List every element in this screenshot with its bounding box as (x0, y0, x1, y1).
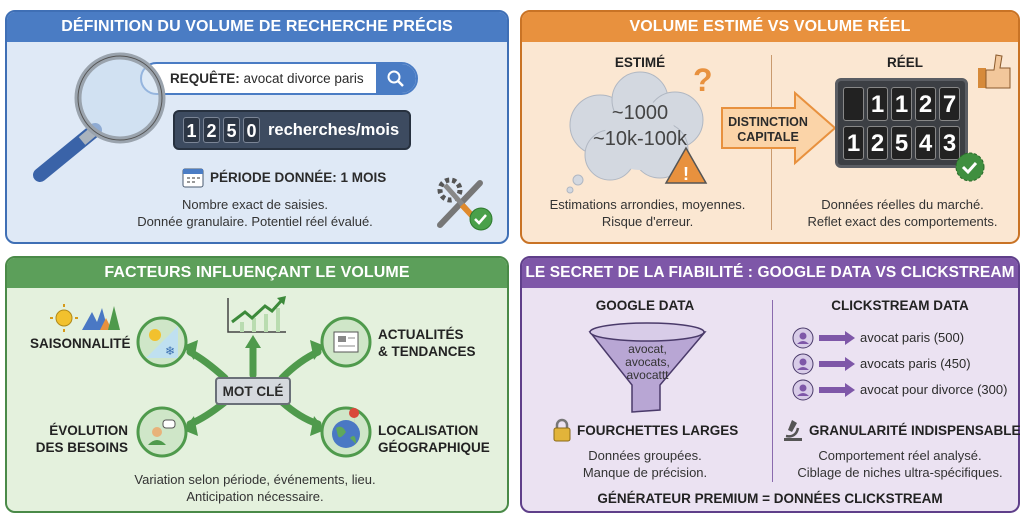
description-line: Manque de précision. (582, 465, 708, 480)
search-icon (387, 70, 404, 87)
factor-geography: LOCALISATION (378, 423, 479, 438)
board-digit (843, 87, 864, 121)
estimate-value: ~1000 (611, 102, 669, 124)
counter-unit: recherches/mois (268, 120, 400, 139)
board-digit: 2 (915, 87, 936, 121)
panel-title: FACTEURS INFLUENÇANT LE VOLUME (7, 258, 507, 288)
description-line: Estimations arrondies, moyennes. (549, 197, 746, 212)
description-line: Comportement réel analysé. (818, 448, 982, 463)
panel-google-vs-clickstream: LE SECRET DE LA FIABILITÉ : GOOGLE DATA … (520, 256, 1020, 513)
panel-title: LE SECRET DE LA FIABILITÉ : GOOGLE DATA … (522, 258, 1018, 288)
description-line: Nombre exact de saisies. (182, 197, 328, 212)
clickstream-row: avocat paris (500) (792, 327, 1007, 348)
description-line: Reflet exact des comportements. (807, 214, 998, 229)
description-line: Risque d'erreur. (601, 214, 694, 229)
clickstream-term: avocat pour divorce (300) (860, 382, 1008, 397)
estimated-label: ESTIMÉ (614, 55, 666, 70)
board-digit: 1 (843, 126, 864, 160)
divider (772, 300, 773, 482)
season-icon: ❄ (146, 326, 178, 358)
counter-digit: 2 (203, 117, 220, 143)
factor-needs: ÉVOLUTION (49, 423, 128, 438)
factor-news: ACTUALITÉS (378, 327, 464, 342)
clickstream-term: avocats paris (450) (860, 356, 971, 371)
description-line: Donnée granulaire. Potentiel réel évalué… (137, 214, 373, 229)
real-label: RÉEL (886, 55, 923, 70)
microscope-icon (784, 420, 802, 441)
arrow-label-line: CAPITALE (737, 130, 799, 144)
user-icon (792, 353, 814, 374)
board-digit: 2 (867, 126, 888, 160)
clickstream-label: CLICKSTREAM DATA (831, 298, 969, 313)
arrow-right-icon (819, 356, 855, 371)
search-count-display: 1 2 5 0 recherches/mois (173, 110, 411, 150)
description-line: Anticipation nécessaire. (186, 489, 324, 504)
clickstream-heading: GRANULARITÉ INDISPENSABLE (809, 422, 1021, 438)
estimate-range: ~10k-100k (593, 128, 687, 150)
period-label: PÉRIODE DONNÉE: 1 MOIS (210, 169, 387, 185)
svg-text:❄: ❄ (165, 344, 175, 358)
google-heading: FOURCHETTES LARGES (577, 422, 739, 438)
board-digit: 1 (867, 87, 888, 121)
factor-needs: DES BESOINS (35, 440, 128, 455)
person-chat-icon (148, 419, 176, 445)
globe-pin-icon (332, 408, 360, 448)
description-line: Variation selon période, événements, lie… (134, 472, 376, 487)
funnel-term: avocats, (625, 355, 670, 369)
google-data-label: GOOGLE DATA (595, 298, 695, 313)
query-label: REQUÊTE: (170, 71, 240, 86)
description-line: Données groupées. (588, 448, 702, 463)
factor-news: & TENDANCES (378, 344, 476, 359)
board-digit: 4 (915, 126, 936, 160)
panel-title: DÉFINITION DU VOLUME DE RECHERCHE PRÉCIS (7, 12, 507, 42)
board-digit: 5 (891, 126, 912, 160)
counter-digit: 1 (183, 117, 200, 143)
clickstream-row: avocat pour divorce (300) (792, 379, 1007, 400)
svg-text:!: ! (683, 164, 689, 184)
counter-digit: 5 (223, 117, 240, 143)
board-digit: 3 (939, 126, 960, 160)
clickstream-row: avocats paris (450) (792, 353, 1007, 374)
funnel-term: avocattt (626, 368, 669, 382)
counter-digit: 0 (243, 117, 260, 143)
search-button[interactable] (376, 64, 416, 93)
description-line: Données réelles du marché. (821, 197, 984, 212)
search-bar[interactable]: REQUÊTE: avocat divorce paris (140, 62, 418, 95)
description-line: Ciblage de niches ultra-spécifiques. (797, 465, 1003, 480)
arrow-right-icon (819, 382, 855, 397)
calendar-icon (182, 168, 204, 188)
factor-seasonality: SAISONNALITÉ (30, 336, 131, 351)
newspaper-icon (333, 331, 359, 353)
factor-geography: GÉOGRAPHIQUE (378, 440, 490, 455)
keyword-node: MOT CLÉ (215, 377, 291, 405)
clickstream-term: avocat paris (500) (860, 330, 965, 345)
panel-title: VOLUME ESTIMÉ VS VOLUME RÉEL (522, 12, 1018, 42)
user-icon (792, 379, 814, 400)
funnel-term: avocat, (628, 342, 667, 356)
lock-icon (553, 418, 571, 442)
query-value: avocat divorce paris (243, 71, 364, 86)
arrow-label-line: DISTINCTION (728, 115, 808, 129)
arrow-right-icon (819, 330, 855, 345)
user-icon (792, 327, 814, 348)
board-digit: 1 (891, 87, 912, 121)
question-mark-icon: ? (693, 62, 713, 98)
footer-conclusion: GÉNÉRATEUR PREMIUM = DONNÉES CLICKSTREAM (597, 491, 943, 506)
board-digit: 7 (939, 87, 960, 121)
